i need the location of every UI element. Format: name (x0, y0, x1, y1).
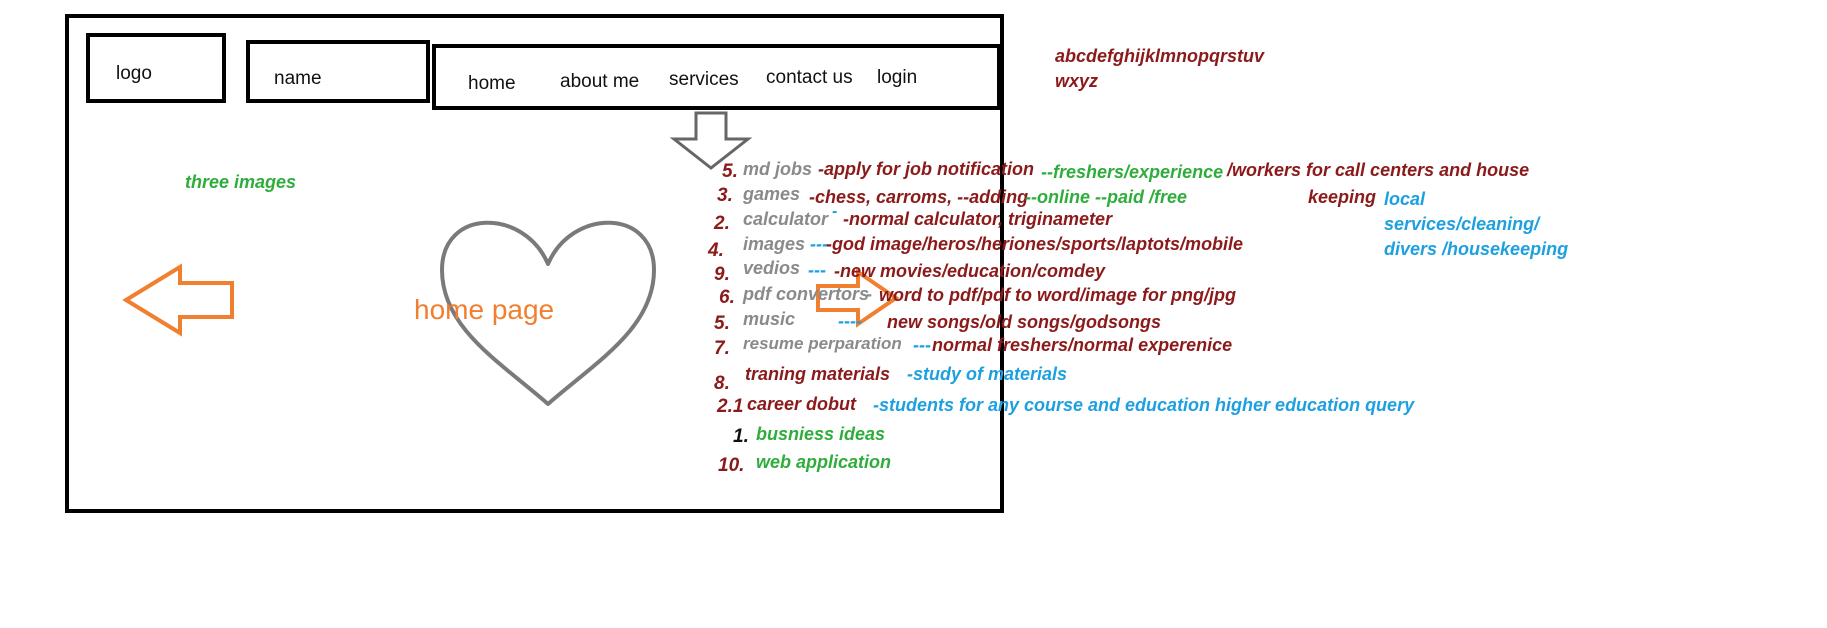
alphabet-line-2: wxyz (1055, 71, 1099, 91)
menu-sep-calculator: - (832, 203, 838, 220)
menu-num-7: 5. (714, 313, 730, 334)
left-arrow-icon[interactable] (122, 263, 234, 337)
menu-num-9: 8. (714, 373, 730, 394)
menu-extra2-md-jobs: /workers for call centers and house (1227, 160, 1530, 180)
menu-desc-games: -chess, carroms, --adding (809, 187, 1029, 207)
name-label: name (274, 68, 322, 89)
local-services-line-2: services/cleaning/ (1384, 214, 1540, 234)
menu-num-8: 7. (714, 338, 730, 359)
menu-desc-vedios: -new movies/education/comdey (834, 261, 1106, 281)
menu-num-6: 6. (719, 287, 735, 308)
menu-label-pdf-convertors[interactable]: pdf convertors (743, 284, 870, 304)
nav-contact-us[interactable]: contact us (766, 67, 853, 88)
menu-extra-md-jobs: --freshers/experience (1041, 162, 1224, 182)
page-frame (65, 14, 1004, 513)
nav-bar (432, 44, 1001, 110)
local-services-line-3: divers /housekeeping (1384, 239, 1569, 259)
nav-home[interactable]: home (468, 73, 516, 94)
menu-label-career[interactable]: career dobut (747, 394, 857, 414)
menu-num-12: 10. (718, 455, 745, 476)
menu-desc-career: -students for any course and education h… (873, 395, 1415, 415)
menu-num-4: 4. (708, 240, 724, 261)
name-box (246, 40, 430, 103)
menu-sep-vedios: --- (808, 260, 826, 280)
alphabet-line-1: abcdefghijklmnopqrstuv (1055, 46, 1265, 66)
down-arrow-icon (669, 111, 753, 170)
menu-label-games[interactable]: games (743, 184, 801, 204)
nav-about-me[interactable]: about me (560, 71, 640, 92)
logo-label: logo (116, 63, 152, 84)
menu-num-11: 1. (733, 426, 749, 447)
menu-sep-music: ---- (838, 311, 862, 331)
menu-label-web-app[interactable]: web application (756, 452, 892, 472)
menu-desc-calculator: -normal calculator, triginameter (843, 209, 1113, 229)
menu-num-2: 3. (717, 185, 733, 206)
menu-label-md-jobs[interactable]: md jobs (743, 159, 813, 179)
menu-label-busniess[interactable]: busniess ideas (756, 424, 886, 444)
menu-extra-games: --online --paid /free (1025, 187, 1187, 207)
local-services-line-1: local (1384, 189, 1426, 209)
menu-label-traning[interactable]: traning materials (745, 364, 891, 384)
menu-label-images[interactable]: images (743, 234, 806, 254)
menu-desc-resume: normal freshers/normal experenice (932, 335, 1233, 355)
menu-sep-resume: --- (913, 335, 931, 355)
menu-desc-md-jobs: -apply for job notification (818, 159, 1034, 179)
menu-sep-pdf-convertors: - (866, 284, 872, 304)
nav-services[interactable]: services (669, 69, 739, 90)
menu-desc-traning: -study of materials (907, 364, 1068, 384)
menu-extra2-games: keeping (1308, 187, 1377, 207)
menu-num-1: 5. (722, 161, 738, 182)
menu-label-vedios[interactable]: vedios (743, 258, 801, 278)
menu-desc-music: new songs/old songs/godsongs (887, 312, 1162, 332)
menu-sep-images: --- (810, 234, 828, 254)
three-images-label: three images (185, 172, 297, 192)
nav-login[interactable]: login (877, 67, 918, 88)
menu-num-5: 9. (714, 264, 730, 285)
heart-icon (440, 220, 656, 406)
home-page-label: home page (414, 294, 555, 325)
right-arrow-icon[interactable] (816, 268, 900, 328)
menu-desc-images: -god image/heros/heriones/sports/laptots… (826, 234, 1244, 254)
logo-box[interactable] (86, 33, 226, 103)
menu-label-resume[interactable]: resume perparation (743, 334, 902, 353)
menu-desc-pdf-convertors: word to pdf/pdf to word/image for png/jp… (879, 285, 1236, 305)
menu-num-3: 2. (714, 213, 730, 234)
menu-num-10: 2.1 (717, 396, 744, 417)
menu-label-music[interactable]: music (743, 309, 796, 329)
menu-label-calculator[interactable]: calculator (743, 209, 829, 229)
